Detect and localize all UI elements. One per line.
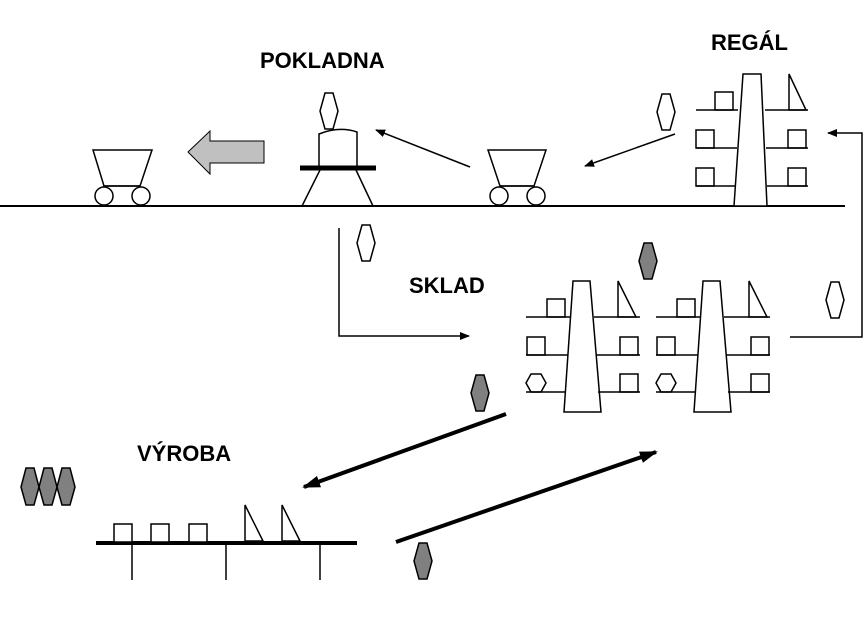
arrow-cart-to-register	[375, 129, 471, 168]
arrow-warehouse-to-production	[302, 412, 507, 489]
cart-left	[91, 149, 154, 206]
arrow-warehouse-to-shelf	[790, 129, 863, 338]
arrow-register-to-warehouse	[338, 228, 470, 340]
product-token-white	[825, 281, 845, 319]
cash-register	[300, 128, 376, 207]
pokladna-label: POKLADNA	[260, 48, 385, 73]
product-token-white	[656, 93, 676, 131]
product-tokens-gray-group	[20, 467, 76, 506]
sklad-label: SKLAD	[409, 273, 485, 298]
vyroba-label: VÝROBA	[137, 441, 231, 466]
warehouse-shelf-2	[655, 280, 770, 413]
product-token-gray	[470, 374, 490, 412]
product-token-gray	[413, 542, 433, 580]
product-token-white	[319, 92, 339, 130]
arrow-production-to-warehouse	[395, 450, 658, 544]
regal-label: REGÁL	[711, 30, 788, 55]
production-line	[96, 504, 357, 580]
warehouse-shelf-1	[525, 280, 640, 413]
product-token-gray	[638, 242, 658, 280]
product-token-white	[356, 224, 376, 262]
arrow-shelf-to-cart	[584, 133, 676, 167]
store-shelf	[695, 73, 808, 207]
big-gray-arrow	[187, 129, 265, 176]
cart-middle	[486, 149, 548, 206]
